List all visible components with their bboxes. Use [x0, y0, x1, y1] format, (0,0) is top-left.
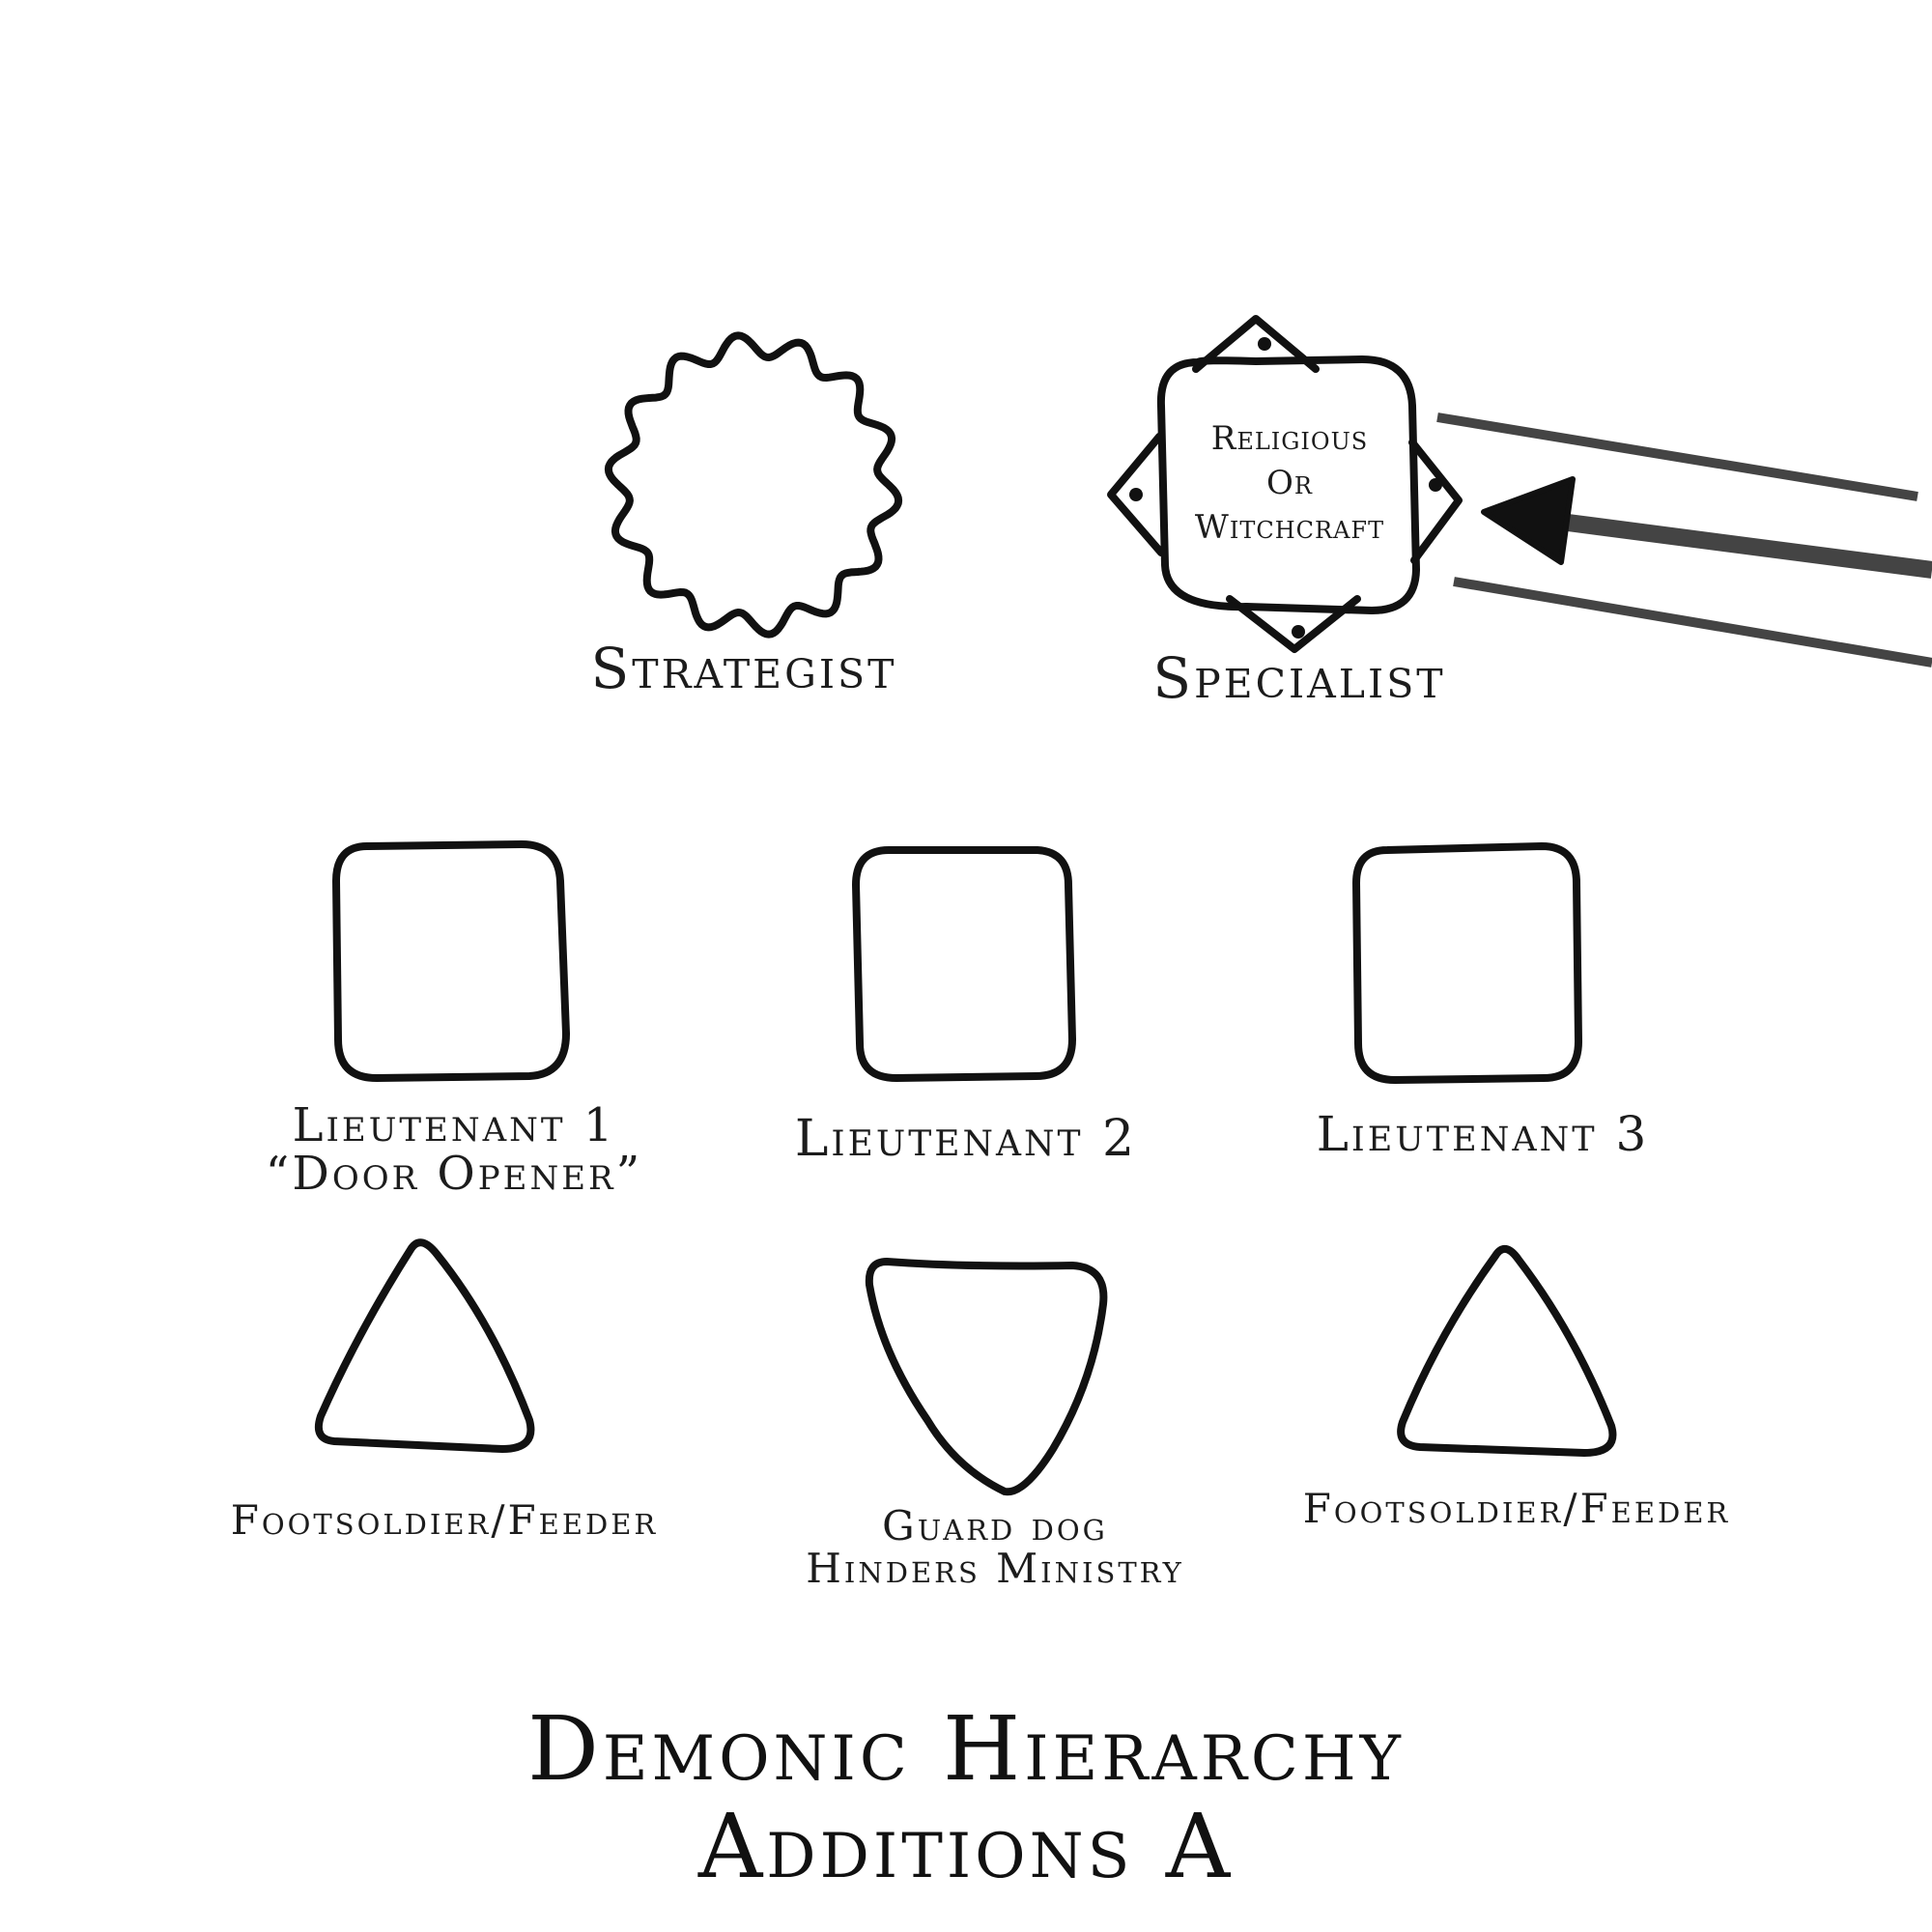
specialist-tab-top — [1192, 315, 1320, 373]
lieutenant-1-square — [332, 840, 570, 1082]
strategist-label: Strategist — [590, 636, 897, 701]
guard-dog-label: Guard dog Hinders Ministry — [744, 1502, 1246, 1593]
lieutenant-1-label-line1: Lieutenant 1 — [292, 1098, 616, 1152]
specialist-symbol — [1107, 315, 1463, 653]
lieutenant-1-label: Lieutenant 1 “Door Opener” — [242, 1101, 667, 1199]
specialist-inner-line2: Or — [1266, 463, 1313, 502]
footsoldier-right-triangle — [1397, 1245, 1617, 1457]
arrow-pointing-left-icon — [1436, 412, 1932, 668]
specialist-inner-line1: Religious — [1210, 419, 1369, 458]
specialist-dot-top — [1258, 337, 1271, 351]
specialist-inner-line3: Witchcraft — [1194, 507, 1385, 547]
specialist-dot-right — [1429, 478, 1442, 492]
diagram-title: Demonic Hierarchy Additions A — [367, 1697, 1565, 1899]
arrow-line-bottom — [1453, 577, 1932, 668]
specialist-dot-left — [1129, 488, 1143, 501]
lieutenant-1-label-line2: “Door Opener” — [265, 1147, 643, 1202]
guard-dog-label-line1: Guard dog — [882, 1502, 1108, 1549]
title-line2: Additions A — [697, 1795, 1235, 1899]
guard-dog-shield — [865, 1258, 1108, 1496]
arrowhead — [1481, 476, 1576, 565]
lieutenant-3-square — [1352, 842, 1582, 1084]
specialist-square — [1156, 355, 1420, 614]
specialist-inner-text: Religious Or Witchcraft — [1164, 417, 1415, 551]
footsoldier-left-triangle — [314, 1238, 535, 1453]
lieutenant-2-label: Lieutenant 2 — [794, 1110, 1138, 1168]
lieutenant-2-square — [852, 846, 1076, 1082]
arrow-line-top — [1436, 412, 1918, 501]
specialist-label: Specialist — [1152, 645, 1446, 711]
footsoldier-left-label: Footsoldier/Feeder — [230, 1496, 659, 1544]
specialist-tab-bottom — [1226, 595, 1361, 653]
footsoldier-right-label: Footsoldier/Feeder — [1302, 1485, 1731, 1532]
specialist-tab-right — [1408, 439, 1463, 564]
title-line1: Demonic Hierarchy — [527, 1697, 1405, 1801]
guard-dog-label-line2: Hinders Ministry — [806, 1545, 1184, 1593]
specialist-dot-bottom — [1292, 625, 1305, 639]
lieutenant-3-label: Lieutenant 3 — [1316, 1106, 1650, 1162]
specialist-tab-left — [1107, 433, 1165, 556]
strategist-scalloped-circle — [604, 331, 903, 639]
arrow-shaft — [1544, 511, 1932, 579]
